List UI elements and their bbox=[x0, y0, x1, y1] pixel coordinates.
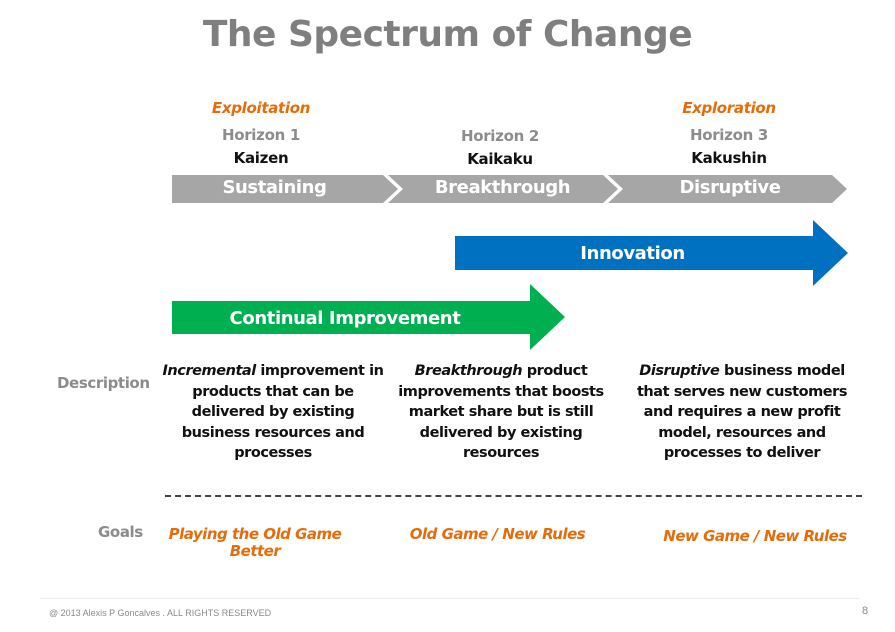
goal-horizon-2: Old Game / New Rules bbox=[409, 525, 586, 543]
kakushin-label: Kakushin bbox=[691, 149, 767, 167]
continual-improvement-arrow-shape bbox=[172, 284, 565, 350]
kaizen-label: Kaizen bbox=[233, 149, 289, 167]
horizon-3-label: Horizon 3 bbox=[689, 126, 769, 144]
chevron-breakthrough bbox=[388, 175, 618, 203]
innovation-arrow-shape bbox=[455, 220, 848, 286]
horizon-2-label: Horizon 2 bbox=[460, 127, 540, 145]
goal-horizon-3: New Game / New Rules bbox=[663, 527, 847, 545]
goal-horizon-1: Playing the Old Game Better bbox=[168, 525, 342, 560]
innovation-arrow-label: Innovation bbox=[580, 243, 685, 264]
section-divider bbox=[165, 495, 862, 497]
description-text: product improvements that boosts market … bbox=[398, 363, 604, 461]
page-number: 8 bbox=[862, 605, 869, 617]
copyright-notice: @ 2013 Alexis P Goncalves . ALL RIGHTS R… bbox=[49, 608, 272, 618]
description-emphasis: Incremental bbox=[162, 363, 256, 379]
stage-breakthrough-label: Breakthrough bbox=[434, 177, 571, 198]
description-horizon-3: Disruptive business model that serves ne… bbox=[627, 361, 857, 464]
kaikaku-label: Kaikaku bbox=[467, 150, 533, 168]
continual-improvement-arrow-label: Continual Improvement bbox=[229, 308, 461, 329]
horizon-1-label: Horizon 1 bbox=[221, 126, 301, 144]
mode-label-exploration: Exploration bbox=[682, 99, 776, 117]
slide-title: The Spectrum of Change bbox=[202, 14, 693, 55]
description-text: improvement in products that can be deli… bbox=[181, 363, 384, 461]
description-emphasis: Breakthrough bbox=[414, 363, 523, 379]
mode-label-exploitation: Exploitation bbox=[211, 99, 311, 117]
chevron-sustaining bbox=[172, 175, 398, 203]
goals-row-label: Goals bbox=[98, 523, 143, 541]
footer-divider bbox=[40, 598, 860, 599]
description-emphasis: Disruptive bbox=[639, 363, 720, 379]
stage-disruptive-label: Disruptive bbox=[679, 177, 781, 198]
description-horizon-1: Incremental improvement in products that… bbox=[162, 361, 384, 464]
chevron-disruptive bbox=[608, 175, 847, 203]
description-row-label: Description bbox=[57, 374, 150, 392]
description-horizon-2: Breakthrough product improvements that b… bbox=[390, 361, 612, 464]
description-text: business model that serves new customers… bbox=[636, 363, 848, 461]
chevron-banner bbox=[172, 175, 847, 203]
stage-sustaining-label: Sustaining bbox=[222, 177, 327, 198]
